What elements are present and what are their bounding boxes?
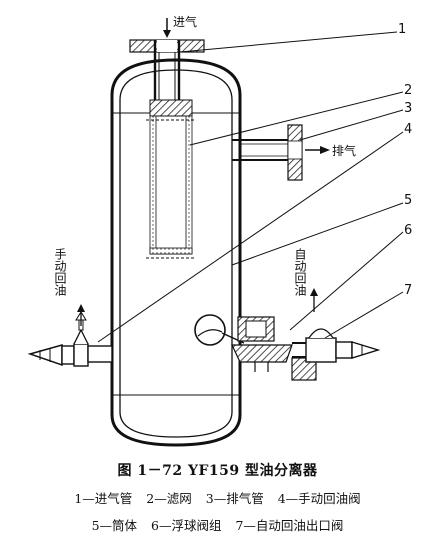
filter-screen — [146, 99, 196, 259]
auto-return-arrow — [310, 288, 318, 312]
caption-legend-line-2: 5—筒体 6—浮球阀组 7—自动回油出口阀 — [0, 515, 435, 534]
legend-item-shell: 5—筒体 — [91, 518, 138, 533]
inlet-label: 进气 — [173, 14, 197, 29]
legend-item-filter: 2—滤网 — [146, 491, 192, 506]
callout-3: 3 — [404, 101, 412, 116]
callout-4: 4 — [404, 122, 412, 137]
leader-lines — [97, 31, 404, 343]
manual-return-label: 手动回油 — [53, 248, 67, 296]
legend-item-float-valve: 6—浮球阀组 — [151, 518, 222, 533]
callout-2: 2 — [404, 83, 412, 98]
callout-7: 7 — [404, 283, 412, 298]
manual-return-valve — [27, 311, 113, 367]
exhaust-pipe — [232, 124, 303, 181]
inlet-arrow — [163, 18, 171, 38]
inlet-pipe — [129, 39, 205, 108]
auto-return-label: 自动回油 — [293, 248, 307, 296]
caption-legend-line-1: 1—进气管 2—滤网 3—排气管 4—手动回油阀 — [0, 488, 435, 507]
legend-item-exhaust-pipe: 3—排气管 — [205, 491, 264, 506]
exhaust-label: 排气 — [332, 143, 356, 158]
legend-item-manual-valve: 4—手动回油阀 — [277, 491, 361, 506]
legend-item-inlet-pipe: 1—进气管 — [74, 491, 133, 506]
callout-1: 1 — [398, 22, 406, 37]
exhaust-arrow — [305, 146, 330, 154]
callout-6: 6 — [404, 223, 412, 238]
figure-caption: 图 1－72 YF159 型油分离器 — [117, 463, 318, 479]
float-ball-valve-group — [194, 314, 293, 372]
legend-item-auto-outlet-valve: 7—自动回油出口阀 — [235, 518, 344, 533]
auto-return-outlet-valve — [292, 328, 381, 363]
oil-separator-diagram: 1 2 3 4 5 6 7 进气 排气 手动回油 自动回油 — [27, 14, 412, 447]
callout-5: 5 — [404, 193, 412, 208]
manual-return-arrow — [77, 304, 85, 326]
